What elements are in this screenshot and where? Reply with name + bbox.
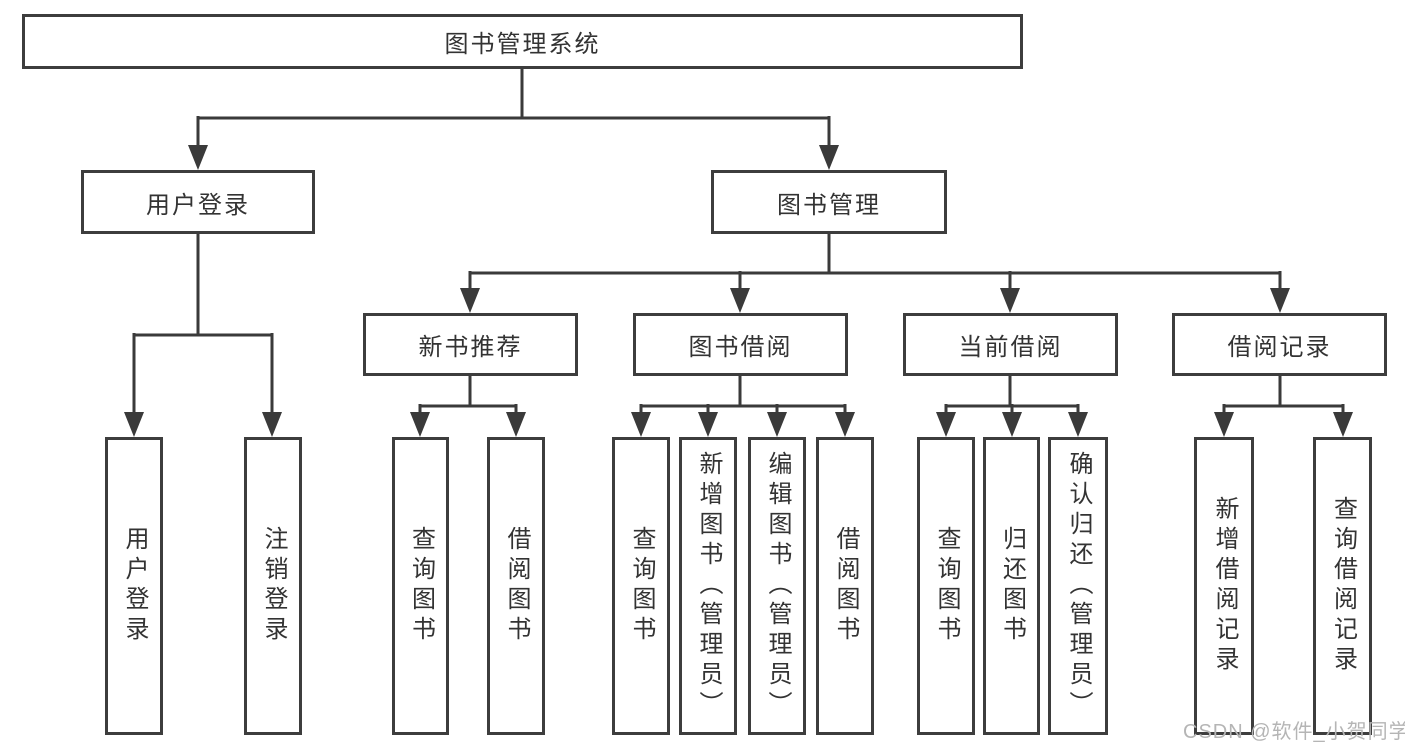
- leaf-user-login: 用户登录: [105, 437, 163, 735]
- leaf-borrow-books-borrowing: 借阅图书: [816, 437, 874, 735]
- leaf-query-books-recommend: 查询图书: [392, 437, 449, 735]
- leaf-query-books-current: 查询图书: [917, 437, 975, 735]
- node-user-login: 用户登录: [81, 170, 315, 234]
- leaf-edit-book-admin: 编辑图书（管理员）: [748, 437, 806, 735]
- node-library-management-system: 图书管理系统: [22, 14, 1023, 69]
- leaf-borrow-books-recommend: 借阅图书: [487, 437, 545, 735]
- leaf-return-book: 归还图书: [983, 437, 1040, 735]
- leaf-query-borrow-record: 查询借阅记录: [1313, 437, 1372, 735]
- node-current-borrowing: 当前借阅: [903, 313, 1118, 376]
- node-new-book-recommend: 新书推荐: [363, 313, 578, 376]
- node-book-borrowing: 图书借阅: [633, 313, 848, 376]
- node-book-management: 图书管理: [711, 170, 947, 234]
- leaf-confirm-return-admin: 确认归还（管理员）: [1048, 437, 1108, 735]
- leaf-logout: 注销登录: [244, 437, 302, 735]
- leaf-query-books-borrowing: 查询图书: [612, 437, 670, 735]
- leaf-add-borrow-record: 新增借阅记录: [1194, 437, 1254, 735]
- node-borrowing-records: 借阅记录: [1172, 313, 1387, 376]
- leaf-add-book-admin: 新增图书（管理员）: [679, 437, 737, 735]
- watermark: CSDN @软件_小贺同学: [1183, 721, 1405, 743]
